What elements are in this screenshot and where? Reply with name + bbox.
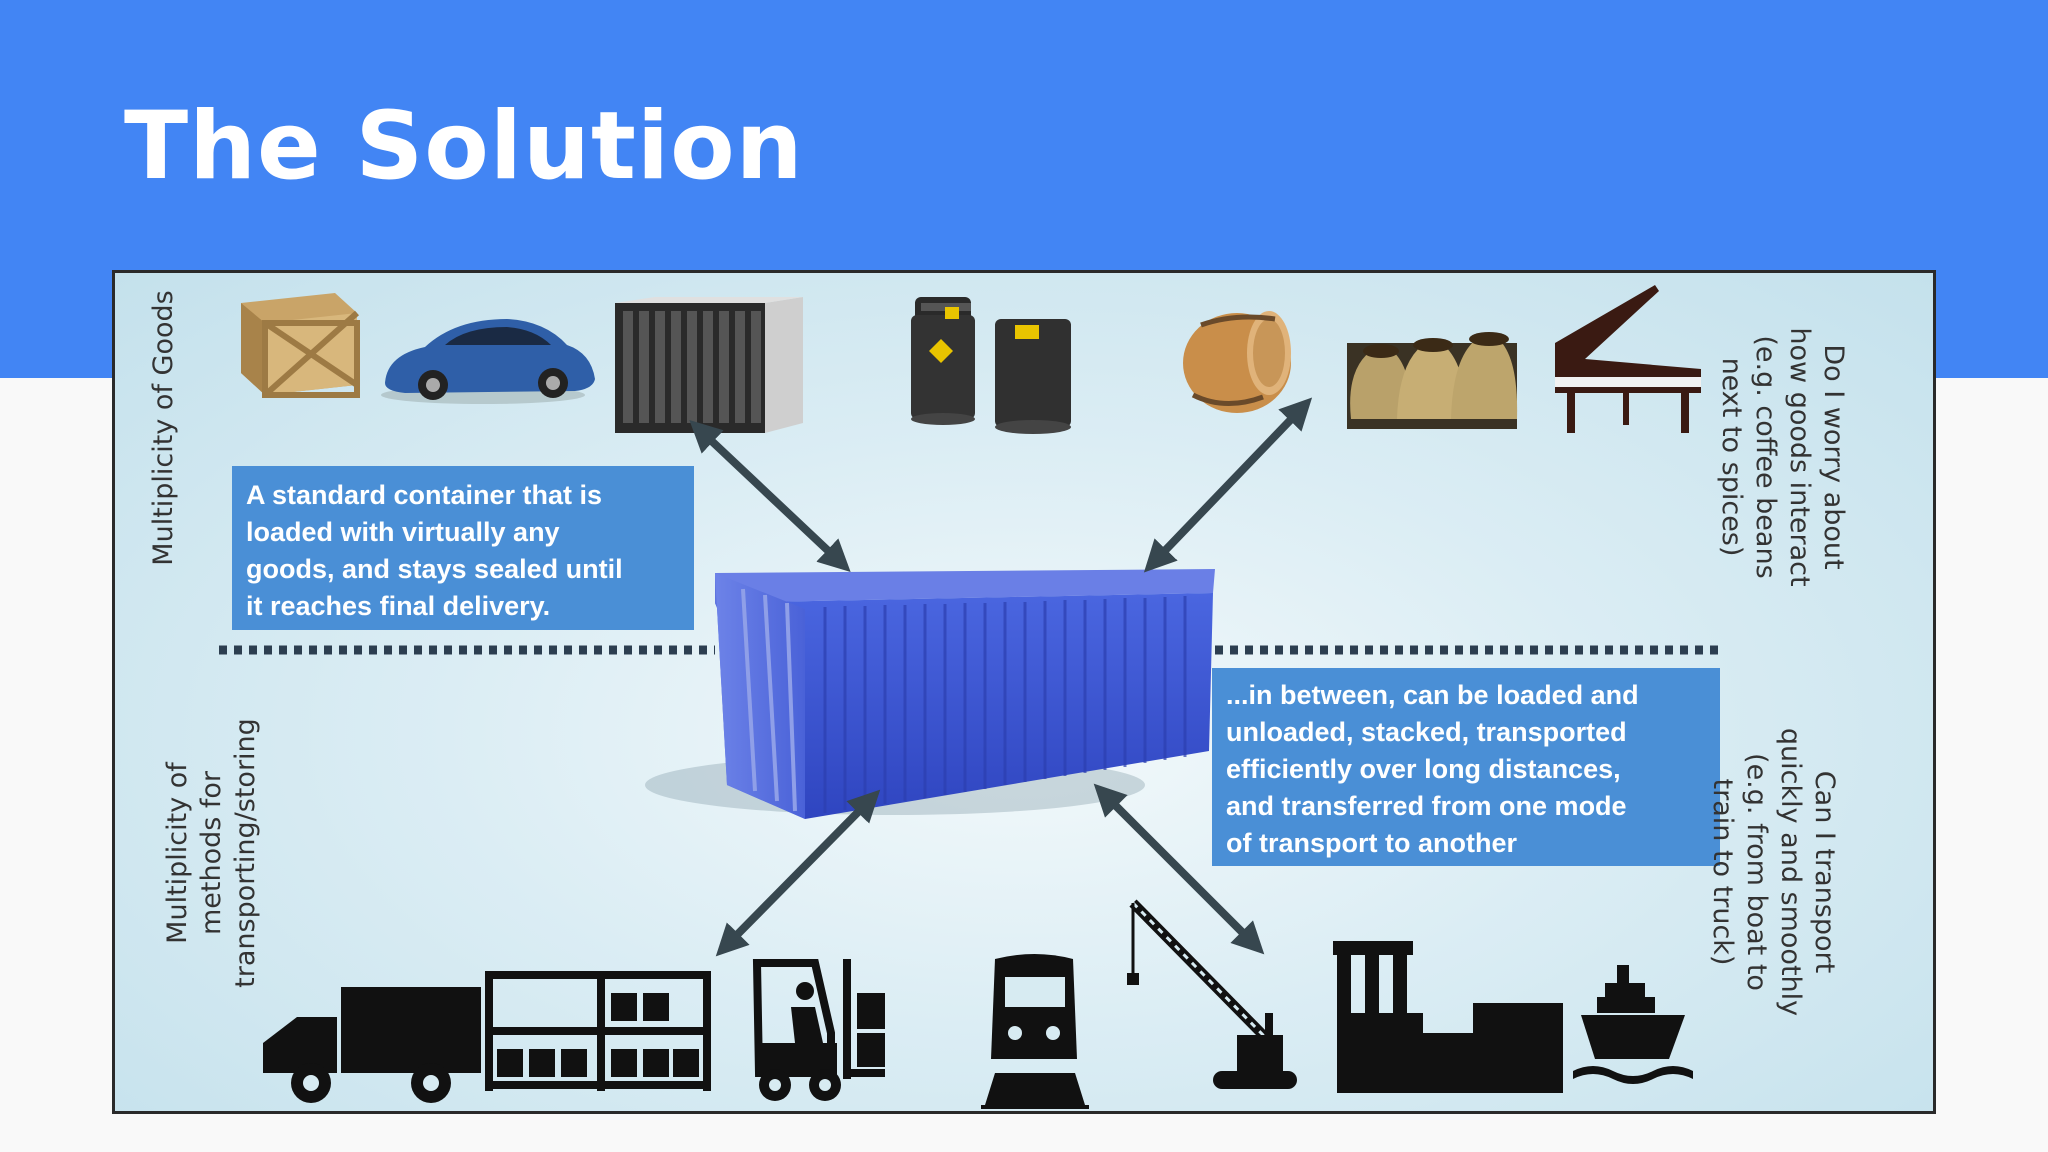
wooden-barrel-icon [1183, 311, 1291, 413]
warehouse-shelf-icon [485, 971, 711, 1091]
label-multiplicity-goods: Multiplicity of Goods [148, 290, 179, 566]
arrow-container-crane [1093, 783, 1265, 955]
crane-icon [1127, 899, 1297, 1089]
piano-icon [1555, 285, 1701, 433]
sacks-icon [1347, 332, 1518, 429]
crate-icon [241, 293, 360, 398]
label-question-transport: Can I transport quickly and smoothly (e.… [1707, 727, 1840, 1017]
train-icon [981, 954, 1089, 1109]
label-question-goods: Do I worry about how goods interact (e.g… [1716, 327, 1849, 587]
truck-icon [263, 987, 481, 1103]
arrow-barrel-container [1143, 397, 1313, 573]
car-icon [381, 319, 595, 404]
label-multiplicity-methods: Multiplicity of methods for transporting… [162, 718, 261, 988]
oil-barrels-icon [911, 297, 1071, 434]
diagram-graphics [219, 285, 1721, 1109]
arrow-container-truck [715, 789, 881, 957]
forklift-icon [752, 959, 885, 1101]
slide-title: The Solution [124, 92, 804, 201]
container-diagram: A standard container that is loaded with… [112, 270, 1936, 1114]
callout-sealed: A standard container that is loaded with… [232, 466, 694, 630]
server-rack-icon [615, 297, 803, 433]
ship-icon [1573, 965, 1693, 1084]
factory-icon [1333, 941, 1563, 1093]
shipping-container [645, 569, 1215, 819]
arrow-server-container [689, 420, 851, 572]
callout-in-between: ...in between, can be loaded and unloade… [1212, 668, 1720, 866]
